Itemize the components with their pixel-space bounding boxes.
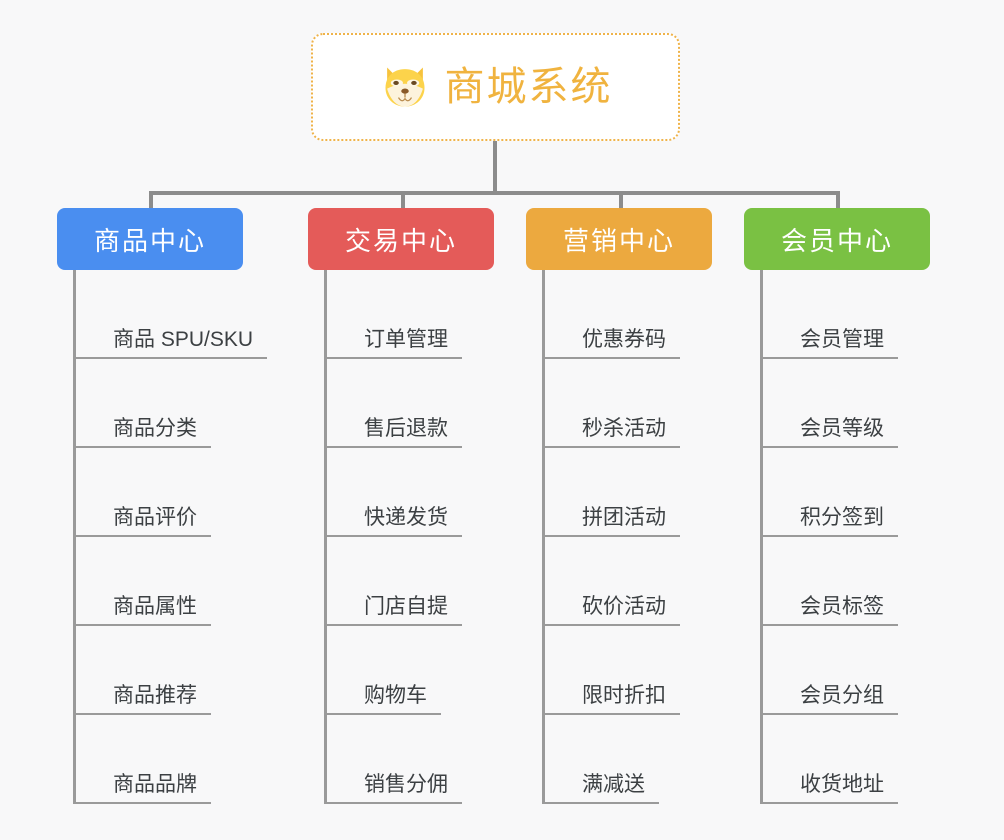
- category-box-4[interactable]: 会员中心: [744, 208, 930, 270]
- list-item[interactable]: 门店自提: [324, 537, 558, 626]
- list-item[interactable]: 拼团活动: [542, 448, 776, 537]
- list-item[interactable]: 商品属性: [73, 537, 307, 626]
- list-item[interactable]: 购物车: [324, 626, 558, 715]
- root-node[interactable]: 商城系统: [311, 33, 680, 141]
- leaf-label: 拼团活动: [542, 506, 680, 537]
- list-item[interactable]: 会员等级: [760, 359, 994, 448]
- branch-trunk-2: [324, 270, 327, 804]
- branch-trunk-3: [542, 270, 545, 804]
- list-item[interactable]: 收货地址: [760, 715, 994, 804]
- leaf-label: 销售分佣: [324, 773, 462, 804]
- branch-trunk-1: [73, 270, 76, 804]
- list-item[interactable]: 商品品牌: [73, 715, 307, 804]
- branch-items-2: 订单管理 售后退款 快递发货 门店自提 购物车 销售分佣: [324, 270, 558, 804]
- list-item[interactable]: 商品分类: [73, 359, 307, 448]
- list-item[interactable]: 商品评价: [73, 448, 307, 537]
- leaf-label: 商品属性: [73, 595, 211, 626]
- connector-drop-2: [401, 191, 405, 209]
- list-item[interactable]: 限时折扣: [542, 626, 776, 715]
- list-item[interactable]: 会员标签: [760, 537, 994, 626]
- shiba-dog-face-icon: [385, 67, 424, 107]
- list-item[interactable]: 积分签到: [760, 448, 994, 537]
- connector-drop-4: [836, 191, 840, 209]
- leaf-label: 商品分类: [73, 417, 211, 448]
- connector-horizontal-bus: [149, 191, 837, 195]
- leaf-label: 售后退款: [324, 417, 462, 448]
- branch-items-4: 会员管理 会员等级 积分签到 会员标签 会员分组 收货地址: [760, 270, 994, 804]
- branch-items-3: 优惠券码 秒杀活动 拼团活动 砍价活动 限时折扣 满减送: [542, 270, 776, 804]
- list-item[interactable]: 优惠券码: [542, 270, 776, 359]
- leaf-label: 满减送: [542, 773, 659, 804]
- branch-column-1: 商品中心 商品 SPU/SKU 商品分类 商品评价 商品属性 商品推荐 商品品牌: [57, 208, 307, 804]
- branch-column-4: 会员中心 会员管理 会员等级 积分签到 会员标签 会员分组 收货地址: [744, 208, 994, 804]
- branch-items-1: 商品 SPU/SKU 商品分类 商品评价 商品属性 商品推荐 商品品牌: [73, 270, 307, 804]
- leaf-label: 收货地址: [760, 773, 898, 804]
- leaf-label: 快递发货: [324, 506, 462, 537]
- leaf-label: 购物车: [324, 684, 441, 715]
- connector-drop-1: [149, 191, 153, 209]
- leaf-label: 商品推荐: [73, 684, 211, 715]
- leaf-label: 商品评价: [73, 506, 211, 537]
- leaf-label: 积分签到: [760, 506, 898, 537]
- leaf-label: 会员等级: [760, 417, 898, 448]
- list-item[interactable]: 售后退款: [324, 359, 558, 448]
- leaf-label: 会员标签: [760, 595, 898, 626]
- category-box-3[interactable]: 营销中心: [526, 208, 712, 270]
- branch-trunk-4: [760, 270, 763, 804]
- list-item[interactable]: 订单管理: [324, 270, 558, 359]
- leaf-label: 门店自提: [324, 595, 462, 626]
- list-item[interactable]: 商品 SPU/SKU: [73, 270, 307, 359]
- leaf-label: 限时折扣: [542, 684, 680, 715]
- branch-column-2: 交易中心 订单管理 售后退款 快递发货 门店自提 购物车 销售分佣: [308, 208, 558, 804]
- list-item[interactable]: 销售分佣: [324, 715, 558, 804]
- connector-drop-3: [619, 191, 623, 209]
- list-item[interactable]: 快递发货: [324, 448, 558, 537]
- list-item[interactable]: 秒杀活动: [542, 359, 776, 448]
- branch-column-3: 营销中心 优惠券码 秒杀活动 拼团活动 砍价活动 限时折扣 满减送: [526, 208, 776, 804]
- leaf-label: 商品品牌: [73, 773, 211, 804]
- category-box-1[interactable]: 商品中心: [57, 208, 243, 270]
- leaf-label: 秒杀活动: [542, 417, 680, 448]
- list-item[interactable]: 会员分组: [760, 626, 994, 715]
- connector-root-stem: [493, 141, 497, 193]
- leaf-label: 订单管理: [324, 328, 462, 359]
- root-title: 商城系统: [444, 65, 613, 109]
- list-item[interactable]: 会员管理: [760, 270, 994, 359]
- leaf-label: 砍价活动: [542, 595, 680, 626]
- category-box-2[interactable]: 交易中心: [308, 208, 494, 270]
- list-item[interactable]: 满减送: [542, 715, 776, 804]
- leaf-label: 会员分组: [760, 684, 898, 715]
- leaf-label: 优惠券码: [542, 328, 680, 359]
- list-item[interactable]: 砍价活动: [542, 537, 776, 626]
- leaf-label: 会员管理: [760, 328, 898, 359]
- list-item[interactable]: 商品推荐: [73, 626, 307, 715]
- leaf-label: 商品 SPU/SKU: [73, 328, 268, 359]
